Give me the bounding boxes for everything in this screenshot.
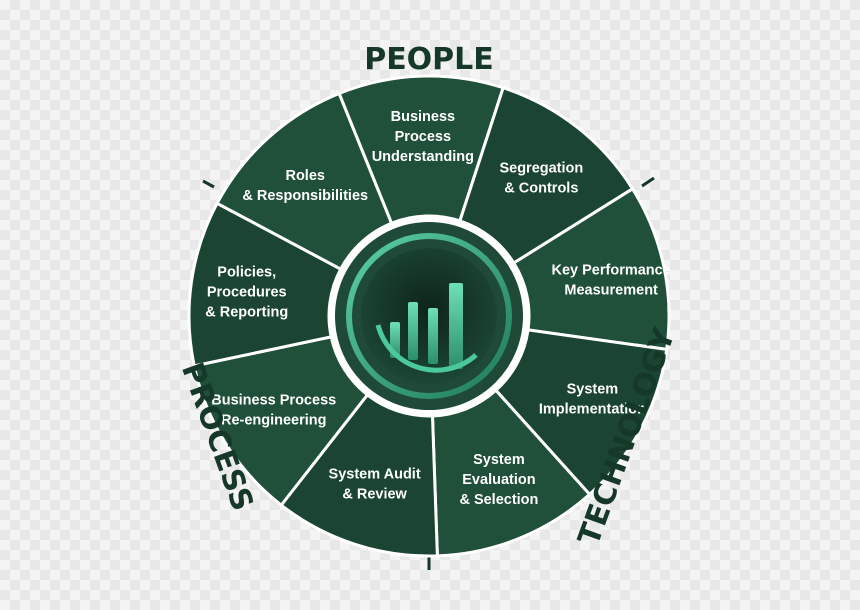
segment-label-line: Policies, bbox=[217, 265, 276, 281]
segment-label-system-audit-review: System Audit & Review bbox=[329, 466, 421, 502]
segment-label-line: Key Performance bbox=[552, 262, 671, 278]
bar-chart-icon bbox=[375, 283, 478, 373]
segment-label-line: Business Process bbox=[211, 392, 336, 408]
segment-label-line: System bbox=[473, 452, 525, 468]
segment-label-line: System Audit bbox=[329, 466, 421, 482]
segment-label-line: Process bbox=[395, 129, 451, 145]
segment-label-line: System bbox=[567, 382, 619, 398]
segment-label-line: Business bbox=[391, 109, 455, 125]
segment-label-line: Evaluation bbox=[462, 472, 535, 488]
center-hub bbox=[329, 216, 529, 416]
segment-label-line: Roles bbox=[285, 168, 325, 184]
segment-label-policies-procedures-reporting: Policies, Procedures & Reporting bbox=[205, 265, 288, 321]
segment-label-line: & Selection bbox=[459, 492, 538, 508]
category-people: PEOPLE bbox=[364, 42, 494, 77]
segment-label-line: Implementation bbox=[539, 402, 646, 418]
segment-label-line: & Responsibilities bbox=[242, 188, 368, 204]
segment-label-line: Re-engineering bbox=[221, 412, 327, 428]
segment-label-line: & Controls bbox=[504, 180, 578, 196]
tick-mark-left-top bbox=[202, 179, 215, 189]
segment-label-segregation-controls: Segregation & Controls bbox=[499, 160, 583, 196]
hub-ring bbox=[346, 233, 512, 399]
segment-label-line: Procedures bbox=[207, 285, 287, 301]
segment-label-line: Measurement bbox=[564, 282, 658, 298]
segment-label-line: & Review bbox=[342, 486, 407, 502]
segment-label-line: & Reporting bbox=[205, 305, 288, 321]
segment-label-roles-responsibilities: Roles & Responsibilities bbox=[242, 168, 368, 204]
segment-label-line: Segregation bbox=[499, 160, 583, 176]
tick-mark-right-top bbox=[641, 176, 655, 188]
segment-label-line: Understanding bbox=[372, 149, 474, 165]
